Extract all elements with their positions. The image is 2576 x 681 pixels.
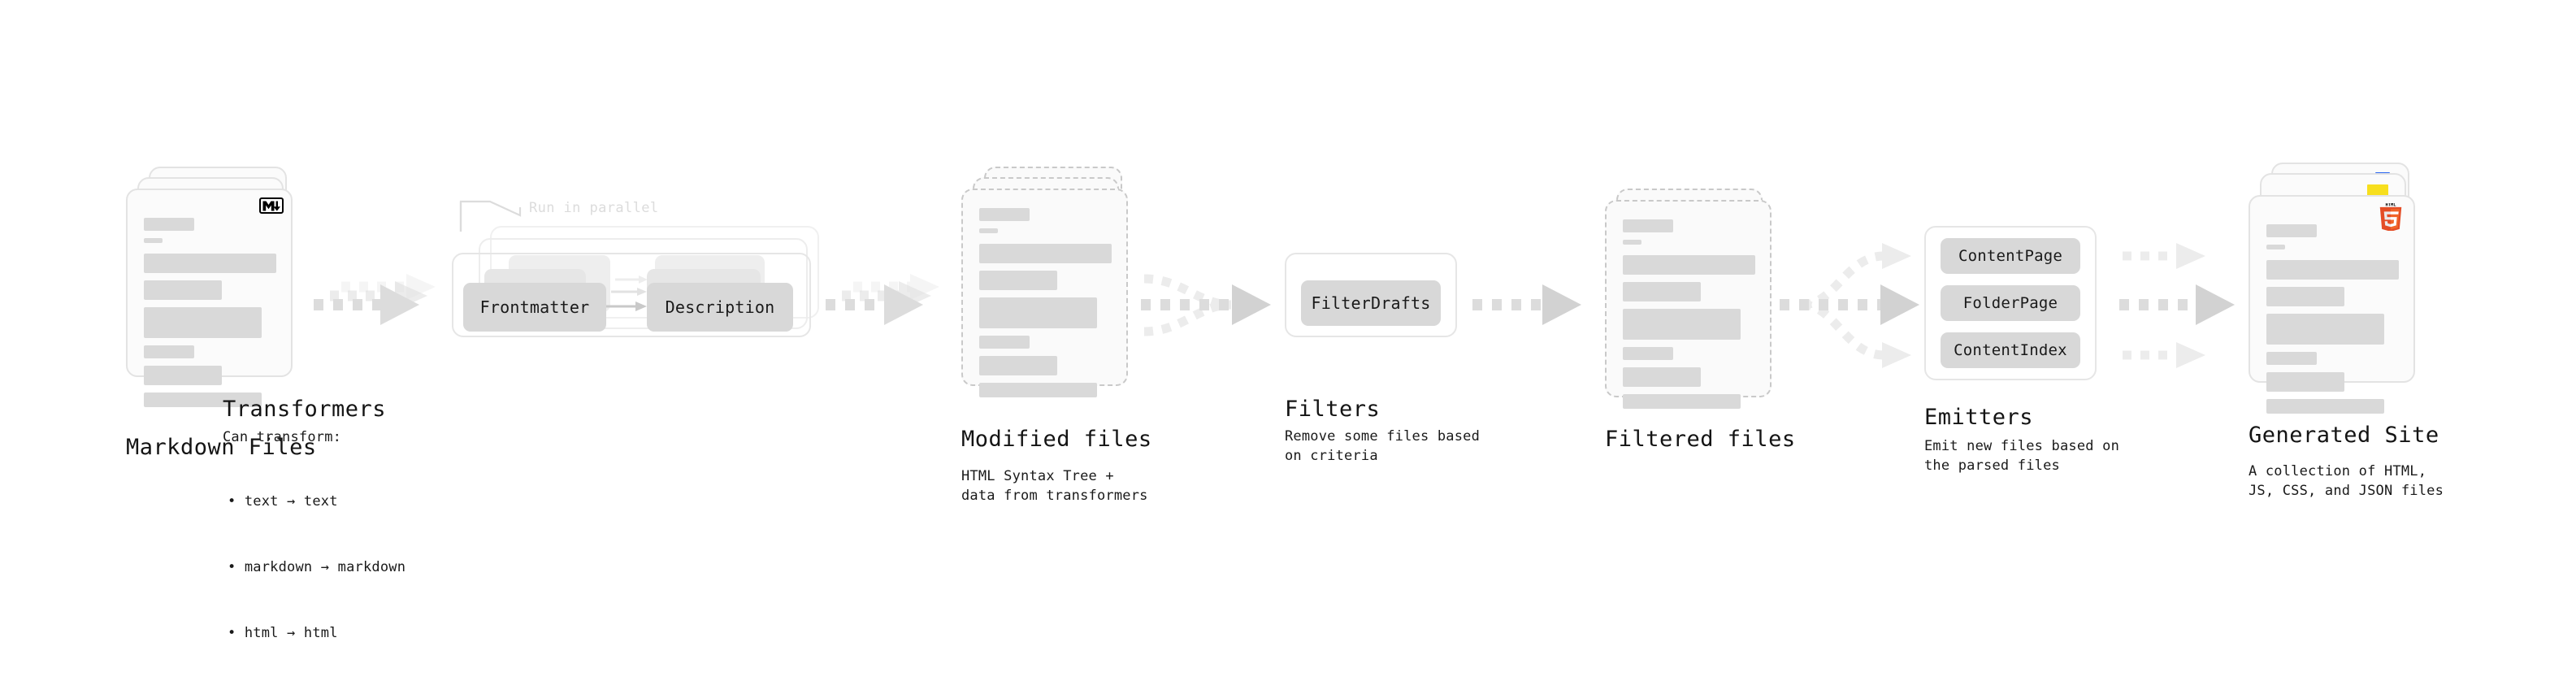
transformers-subtitle: Can transform:	[223, 429, 342, 445]
content-bar	[2266, 399, 2384, 414]
content-bar	[144, 238, 163, 243]
document-content-bars	[1623, 219, 1755, 416]
diverge-arrowhead-mid	[1880, 284, 1919, 325]
stage-title-generated-site: Generated Site	[2249, 423, 2439, 448]
modified-files-card-stack	[961, 167, 1136, 397]
modified-files-subtitle: HTML Syntax Tree + data from transformer…	[961, 468, 1148, 504]
content-bar	[979, 336, 1030, 349]
emitters-subtitle: Emit new files based on the parsed files	[1924, 438, 2120, 474]
markdown-icon	[259, 197, 284, 214]
html5-icon: HTML	[2379, 203, 2403, 232]
merge-arrowhead	[1232, 284, 1271, 325]
modified-file-card-front	[961, 189, 1128, 397]
filtered-files-card-stack	[1605, 189, 1780, 416]
transformer-inner-arrow-back	[615, 275, 648, 284]
transformers-bullets: • text → text • markdown → markdown • ht…	[228, 447, 405, 681]
arrow-emitters-to-site-mid	[2119, 284, 2235, 325]
stage-title-transformers: Transformers	[223, 397, 387, 422]
run-in-parallel-annotation: Run in parallel	[529, 200, 659, 216]
transformer-node-frontmatter[interactable]: Frontmatter	[463, 283, 606, 332]
content-bar	[2266, 372, 2344, 392]
stage-title-emitters: Emitters	[1924, 405, 2034, 430]
arrow-emitters-to-site-bottom	[2123, 342, 2205, 368]
filtered-file-card-front	[1605, 200, 1772, 409]
arrow-markdown-to-transformers	[314, 274, 436, 325]
content-bar	[1623, 240, 1641, 245]
diverge-arrowhead-top	[1882, 243, 1911, 269]
generated-site-card-front: HTML	[2249, 195, 2415, 414]
content-bar	[144, 254, 276, 273]
emitters-group-box	[1924, 226, 2097, 380]
transformers-bullet-item: • markdown → markdown	[228, 559, 406, 575]
content-bar	[1623, 367, 1701, 387]
content-bar	[1623, 394, 1741, 409]
content-bar	[1623, 347, 1673, 360]
content-bar	[2266, 245, 2285, 249]
content-bar	[1623, 309, 1741, 340]
content-bar	[2266, 287, 2344, 306]
content-bar	[2266, 352, 2317, 365]
content-bar	[979, 297, 1097, 328]
document-content-bars	[144, 218, 276, 414]
js-icon	[2367, 184, 2388, 196]
arrow-transformers-to-modified	[826, 274, 939, 325]
emitter-node-contentpage[interactable]: ContentPage	[1941, 238, 2080, 274]
stage-title-modified-files: Modified files	[961, 427, 1152, 452]
content-bar	[979, 244, 1112, 263]
content-bar	[144, 307, 262, 338]
arrow-filters-to-filtered	[1472, 284, 1581, 325]
transformer-inner-arrow-mid	[611, 288, 647, 296]
filters-group-box	[1285, 253, 1457, 337]
filters-subtitle: Remove some files based on criteria	[1285, 428, 1481, 464]
markdown-file-card-front	[126, 189, 293, 407]
content-bar	[2266, 224, 2317, 237]
transformer-node-description[interactable]: Description	[647, 283, 793, 332]
transformers-group-box	[452, 253, 811, 337]
content-bar	[1623, 219, 1673, 232]
arrow-modified-to-filters	[1141, 274, 1271, 336]
content-bar	[144, 393, 262, 407]
emitter-node-contentindex[interactable]: ContentIndex	[1941, 332, 2080, 368]
transformers-bullet-item: • text → text	[228, 493, 338, 510]
stage-title-filtered-files: Filtered files	[1605, 427, 1796, 452]
filter-node-filterdrafts[interactable]: FilterDrafts	[1301, 280, 1441, 326]
content-bar	[979, 228, 998, 233]
content-bar	[2266, 314, 2384, 345]
transformer-inner-arrow-front	[605, 301, 647, 311]
content-bar	[144, 345, 194, 358]
content-bar	[979, 271, 1057, 290]
stage-title-filters: Filters	[1285, 397, 1381, 422]
document-content-bars	[2266, 224, 2399, 421]
generated-site-subtitle: A collection of HTML, JS, CSS, and JSON …	[2249, 463, 2444, 499]
content-bar	[2266, 260, 2399, 280]
content-bar	[979, 208, 1030, 221]
content-bar	[979, 383, 1097, 397]
content-bar	[1623, 255, 1755, 275]
generated-site-card-stack: CSS HTML	[2249, 163, 2423, 414]
arrow-filtered-to-emitters	[1780, 243, 1919, 368]
markdown-files-card-stack	[126, 167, 301, 407]
content-bar	[144, 218, 194, 231]
content-bar	[144, 280, 222, 300]
content-bar	[979, 356, 1057, 375]
content-bar	[1623, 282, 1701, 301]
content-bar	[144, 366, 222, 385]
svg-text:HTML: HTML	[2386, 203, 2397, 208]
emitter-node-folderpage[interactable]: FolderPage	[1941, 285, 2080, 321]
stage-title-markdown-files: Markdown Files	[126, 435, 317, 460]
document-content-bars	[979, 208, 1112, 405]
diverge-arrowhead-bottom	[1882, 342, 1911, 368]
arrow-emitters-to-site-top	[2123, 243, 2205, 269]
transformers-bullet-item: • html → html	[228, 625, 338, 641]
